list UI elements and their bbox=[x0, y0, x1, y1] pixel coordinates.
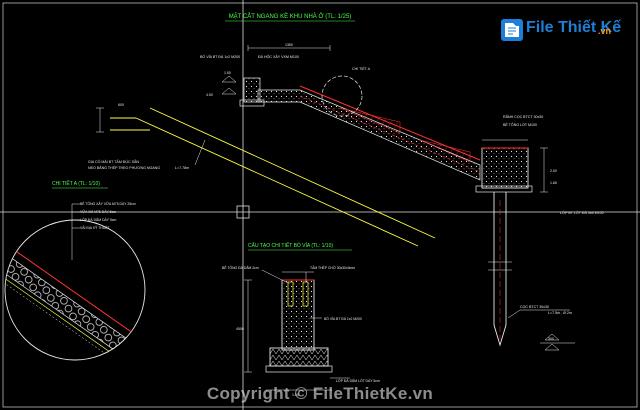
detail-a-circle bbox=[4, 219, 146, 361]
note-curb-3: BÓ VỈA BT ĐÁ 1x2 M200 bbox=[324, 316, 362, 321]
slope-yellow-lines bbox=[110, 107, 436, 247]
copyright-watermark: Copyright © FileThietKe.vn bbox=[206, 384, 434, 403]
note-detail-a-3: LỚP ĐÁ DĂM DÀY 5cm bbox=[80, 217, 116, 222]
dim-1-50: 1.50 bbox=[224, 71, 231, 75]
dim-1-66: 1.66 bbox=[550, 181, 557, 185]
pile-leader bbox=[507, 309, 570, 319]
level-markers-top bbox=[221, 75, 237, 95]
curb-detail-title: CẤU TẠO CHI TIẾT BÓ VỈA (TL: 1/10) bbox=[248, 242, 333, 249]
detail-a-marker: CHI TIẾT A bbox=[352, 66, 371, 71]
dim-600: 600 bbox=[118, 103, 124, 107]
detail-a-leaders bbox=[71, 203, 80, 260]
file-folder-icon bbox=[501, 19, 523, 41]
note-left-3: L=7.78m bbox=[175, 166, 189, 170]
right-dimension bbox=[482, 139, 548, 193]
note-top-2: ĐÁ HỘC XÂY VXM M100 bbox=[258, 54, 299, 59]
concrete-pile bbox=[488, 192, 512, 347]
section-title: MẶT CẮT NGANG KÈ KHU NHÀ Ở (TL: 1/25) bbox=[229, 12, 352, 20]
top-dimension bbox=[247, 45, 331, 51]
level-markers-right bbox=[544, 333, 560, 351]
dim-1-00: 1.00 bbox=[292, 393, 299, 397]
note-curb-4: LỚP ĐÁ DĂM LÓT DÀY 5cm bbox=[336, 378, 380, 383]
note-curb-2: TẤM THÉP CHỜ 30x30x3mm bbox=[310, 265, 355, 270]
dim-300: 300 bbox=[548, 337, 554, 341]
filethietke-logo: File Thiết Kế .vn bbox=[500, 12, 622, 46]
note-pile-2: L=7.5m , Ø 2m bbox=[548, 311, 572, 315]
detail-a-title: CHI TIẾT A (TL: 1/10) bbox=[52, 180, 100, 187]
dim-4500: 4500 bbox=[236, 327, 244, 331]
note-left-1: GIA CỐ MÁI BT TẤM ĐÚC SẴN bbox=[88, 159, 139, 164]
curb-detail bbox=[265, 279, 333, 373]
note-left-2: NEO BẰNG THÉP THEO PHƯƠNG NGANG bbox=[88, 165, 160, 170]
note-detail-a-4: VẢI ĐỊA KỸ THUẬT bbox=[80, 225, 110, 230]
note-detail-a-1: BÊ TÔNG XÂY VỮA M75 DÀY 25cm bbox=[80, 201, 136, 206]
logo-text: File Thiết Kế bbox=[526, 19, 622, 36]
curb-dimensions bbox=[244, 271, 332, 391]
note-right-2: BÊ TÔNG LÓT M100 bbox=[503, 122, 537, 127]
dim-1350: 1350 bbox=[285, 43, 293, 47]
revetment-slope bbox=[257, 85, 481, 181]
curb-leaders bbox=[261, 269, 350, 379]
note-top-1: BÓ VỈA BT ĐÁ 1x2 M200 bbox=[200, 54, 240, 59]
note-right-1: RÃNH CỌC BTCT 30x30 bbox=[503, 114, 543, 119]
note-right-3: LỚP BT LÓT ĐÁ 4x6 M100 bbox=[560, 210, 604, 215]
top-curb-block bbox=[239, 77, 265, 107]
left-dimension bbox=[96, 107, 104, 133]
right-foundation-block bbox=[475, 147, 533, 193]
detail-a-callout-circle bbox=[321, 75, 363, 117]
dim-2-00: 2.00 bbox=[550, 169, 557, 173]
slope-leader bbox=[194, 139, 206, 166]
note-detail-a-2: VỮA XM M75 DÀY 5cm bbox=[80, 209, 116, 214]
logo-domain: .vn bbox=[598, 26, 612, 36]
note-pile-1: CỌC BTCT 30x30 bbox=[520, 305, 549, 309]
dim-4-50: 4.50 bbox=[206, 93, 213, 97]
note-curb-1: BÊ TÔNG ĐÁ DĂM 2cm bbox=[222, 265, 259, 270]
